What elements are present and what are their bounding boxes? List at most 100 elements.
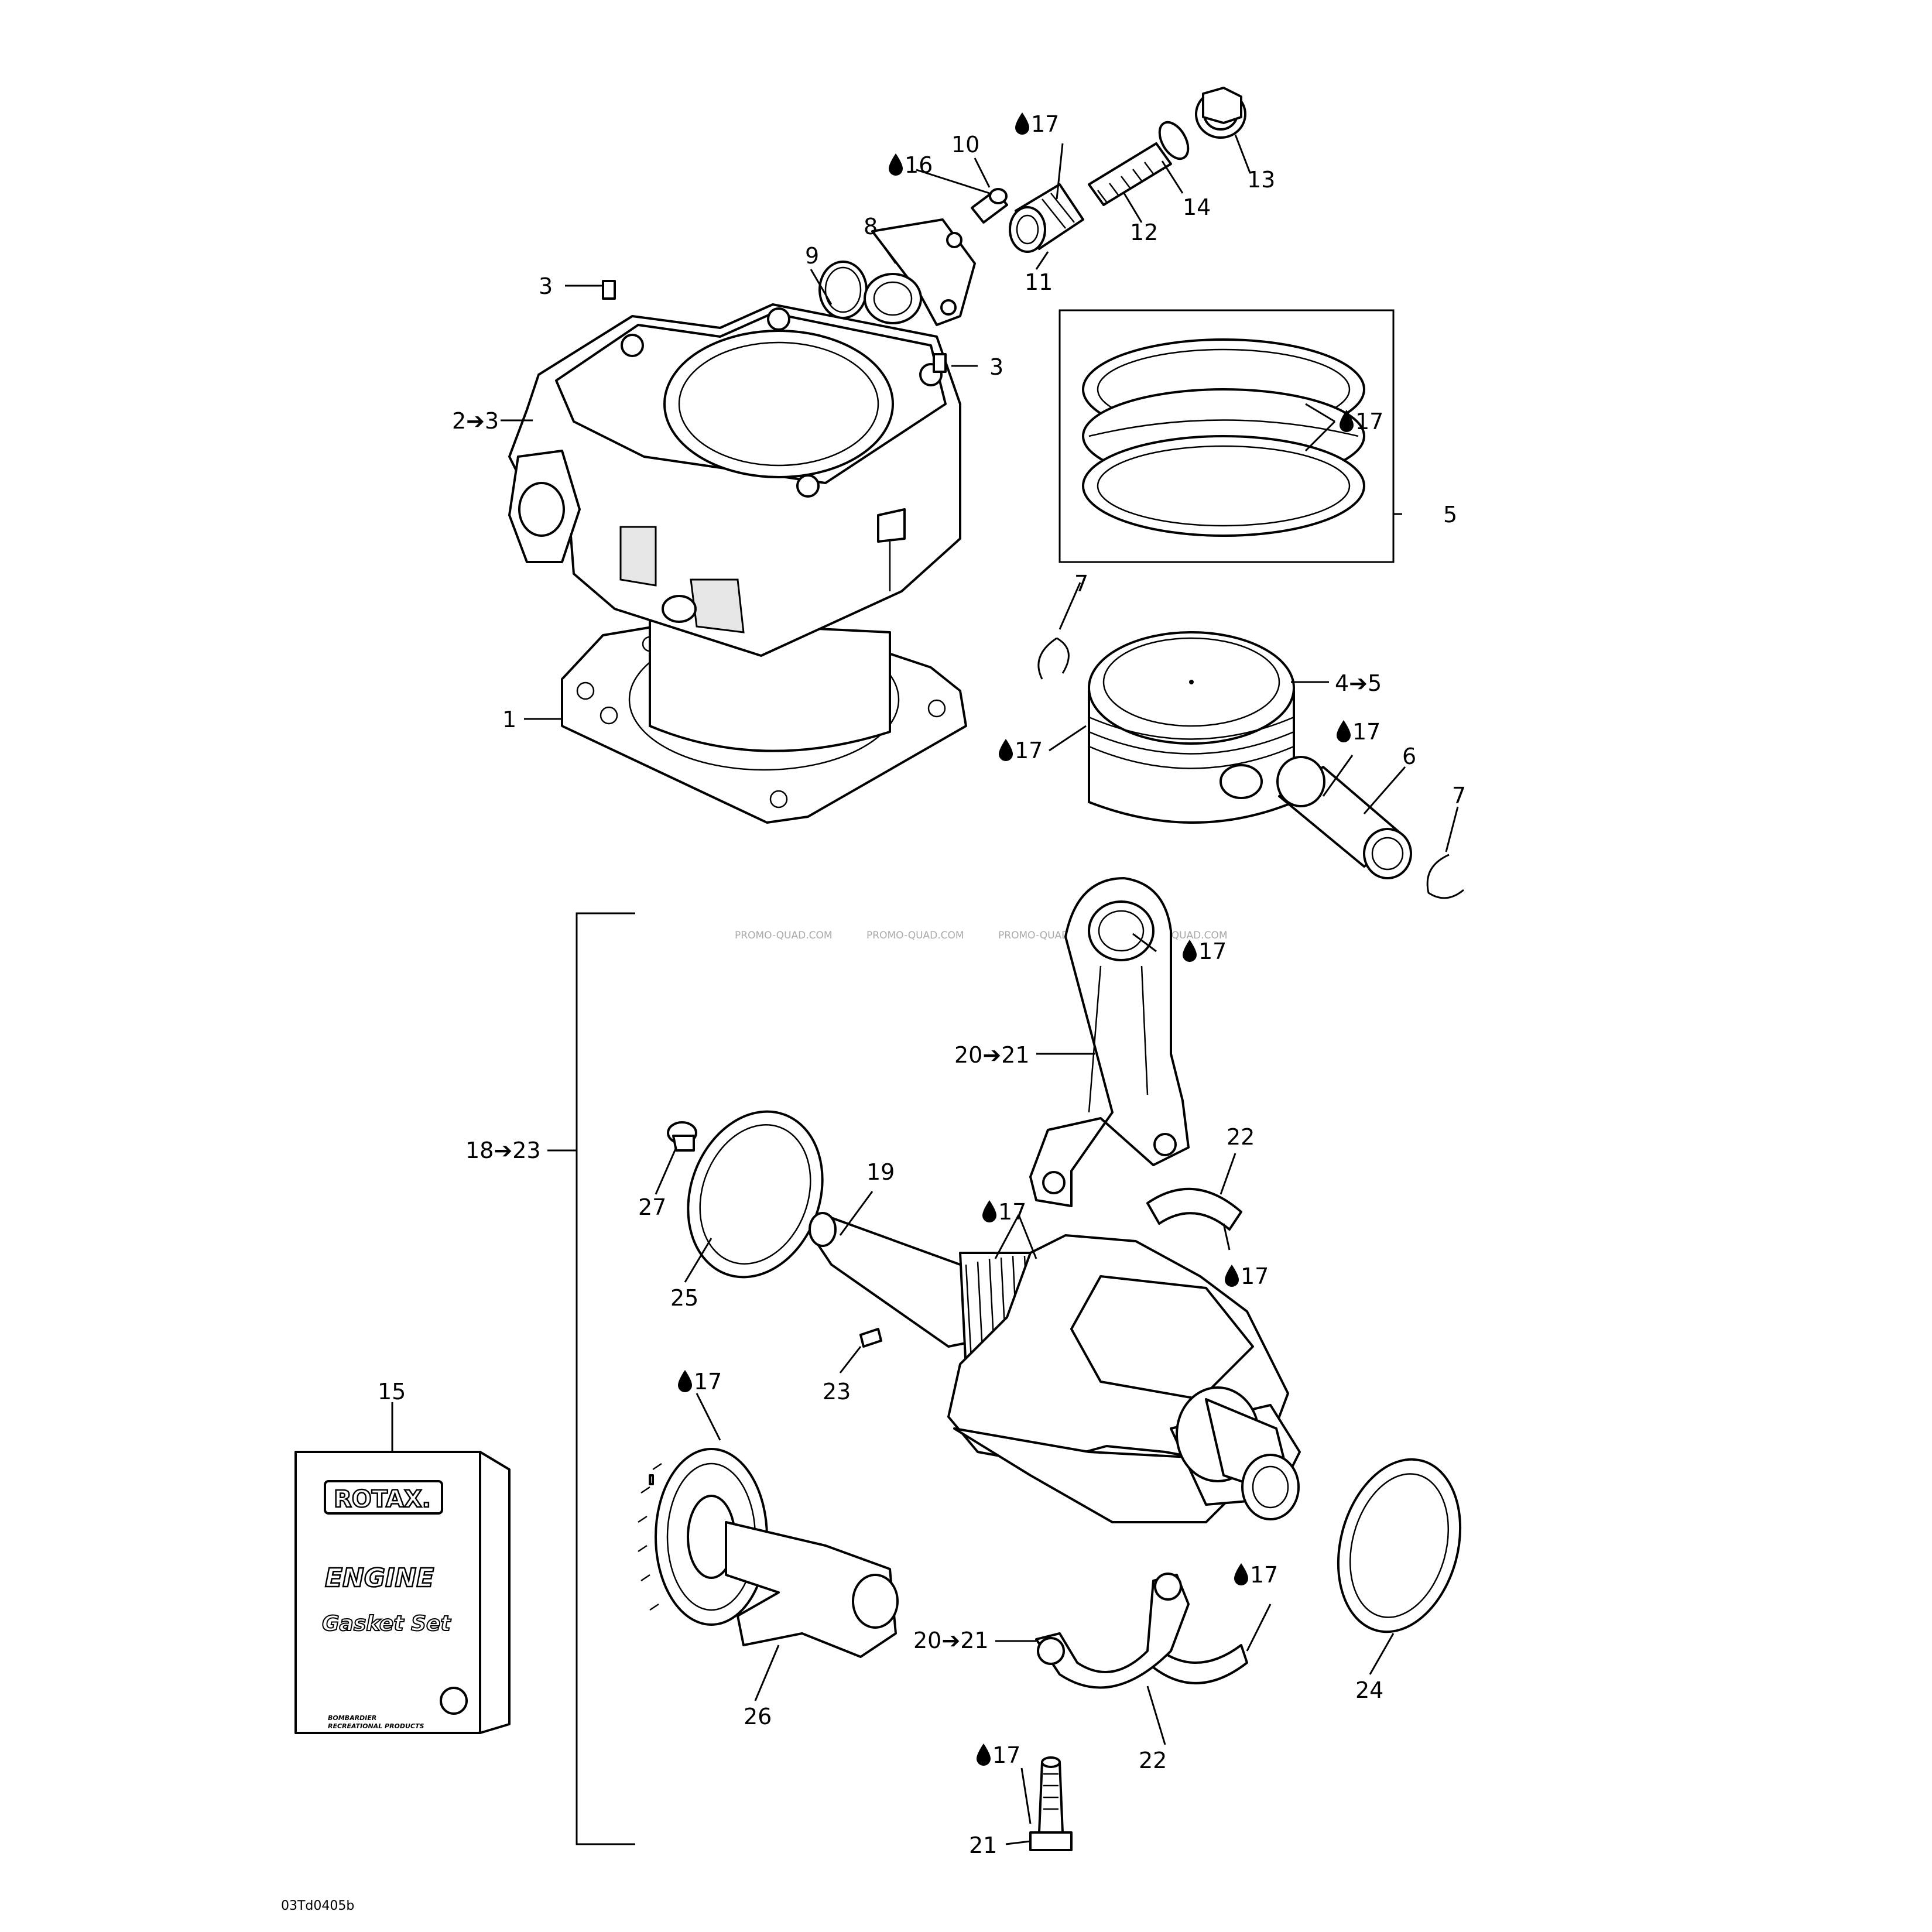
- part-piston-pin: [1276, 756, 1412, 879]
- callout-17: 17: [1183, 938, 1227, 964]
- part-thrust-washer: [1337, 1458, 1462, 1633]
- booklet-subtitle: Gasket Set: [322, 1612, 451, 1636]
- callout-4: 4➔5: [1335, 670, 1382, 696]
- callout-17: 17: [1234, 1562, 1278, 1588]
- callout-19: 19: [866, 1159, 895, 1185]
- callout-2: 2➔3: [452, 408, 499, 434]
- part-bearing-half: [1146, 1644, 1248, 1684]
- part-pin: [971, 188, 1008, 224]
- oil-drop-icon: [982, 1200, 996, 1222]
- callout-17: 17: [1225, 1263, 1269, 1289]
- callout-15: 15: [378, 1379, 406, 1405]
- assembly-bracket: [576, 912, 635, 1845]
- oil-drop-icon: [977, 1743, 991, 1766]
- part-washer: [1158, 121, 1190, 160]
- part-o-ring: [818, 261, 868, 319]
- callout-22: 22: [1139, 1748, 1167, 1773]
- booklet-maker-line2: RECREATIONAL PRODUCTS: [328, 1722, 424, 1730]
- svg-text:17: 17: [998, 1199, 1026, 1225]
- callout-5: 5: [1443, 502, 1457, 527]
- callout-3: 3: [989, 354, 1003, 380]
- oil-drop-icon: [1340, 410, 1354, 432]
- svg-text:17: 17: [1031, 111, 1059, 137]
- part-thrust-washer: [687, 1110, 824, 1279]
- part-balance-shaft: [638, 1448, 899, 1658]
- part-rod-bolt: [1029, 1756, 1073, 1851]
- oil-drop-icon: [1234, 1563, 1248, 1585]
- part-plug-screw: [1195, 87, 1246, 139]
- callout-27: 27: [638, 1194, 666, 1220]
- callout-17: 17: [678, 1369, 722, 1395]
- part-connecting-rod: [1029, 877, 1190, 1207]
- callout-13: 13: [1247, 167, 1275, 193]
- oil-drop-icon: [678, 1370, 692, 1392]
- callout-20: 20➔21: [913, 1628, 989, 1653]
- callout-labels: 1 2➔3 3 3 4➔5 5 6 7 7 8 9 10 11 12 13 14…: [378, 111, 1466, 1858]
- svg-text:17: 17: [1198, 938, 1227, 964]
- watermark-text: PROMO-QUAD.COM: [735, 930, 833, 941]
- callout-12: 12: [1130, 220, 1158, 245]
- part-woodruff-key: [859, 1328, 882, 1348]
- oil-drop-icon: [1183, 940, 1197, 962]
- watermark-text: PROMO-QUAD.COM: [866, 930, 964, 941]
- part-plug: [667, 1121, 697, 1152]
- callout-11: 11: [1025, 269, 1053, 295]
- part-circlip: [1426, 854, 1464, 899]
- callout-1: 1: [502, 707, 516, 732]
- booklet-brand-box: [324, 1480, 443, 1515]
- oil-drop-icon: [889, 153, 903, 176]
- part-tensioner-plunger: [1009, 183, 1084, 253]
- callout-17: 17: [1337, 719, 1381, 745]
- callout-25: 25: [670, 1285, 698, 1311]
- piston-ring-set-box: [1059, 309, 1395, 563]
- svg-text:17: 17: [1241, 1263, 1269, 1289]
- svg-text:17: 17: [1250, 1562, 1278, 1588]
- part-bearing-half: [1146, 1187, 1242, 1231]
- callout-26: 26: [744, 1704, 772, 1729]
- callout-17: 17: [1340, 409, 1383, 434]
- callout-23: 23: [823, 1379, 851, 1405]
- callout-17: 17: [1015, 111, 1059, 137]
- oil-drop-icon: [999, 739, 1013, 761]
- figure-code: 03Td0405b: [281, 1899, 354, 1913]
- callout-20: 20➔21: [954, 1042, 1030, 1068]
- callout-16: 16: [889, 152, 933, 178]
- bombardier-logo-icon: [440, 1687, 468, 1715]
- callout-9: 9: [805, 243, 819, 269]
- callout-17: 17: [977, 1742, 1020, 1768]
- callout-7: 7: [1452, 783, 1466, 809]
- oil-drop-icon: [1225, 1265, 1239, 1287]
- callout-14: 14: [1183, 194, 1211, 220]
- part-piston: [1088, 631, 1295, 824]
- booklet-title: ENGINE: [325, 1563, 434, 1593]
- part-crankshaft: [809, 1212, 1301, 1523]
- svg-text:17: 17: [1352, 719, 1381, 745]
- svg-text:17: 17: [1355, 409, 1383, 434]
- part-spring: [1088, 142, 1172, 206]
- oil-drop-icon: [1015, 112, 1029, 135]
- callout-22: 22: [1227, 1124, 1255, 1150]
- part-cylinder-block: [508, 280, 961, 752]
- callout-18: 18➔23: [465, 1138, 541, 1163]
- callout-8: 8: [864, 214, 878, 239]
- callout-17: 17: [999, 738, 1043, 763]
- leader-lines: [391, 134, 1459, 1845]
- part-circlip: [1037, 637, 1070, 680]
- callout-3: 3: [539, 273, 553, 299]
- part-rod-cap: [1035, 1573, 1190, 1689]
- part-gasket-set-booklet: ROTAX. ENGINE Gasket Set BOMBARDIER RECR…: [294, 1451, 511, 1734]
- svg-text:17: 17: [1015, 738, 1043, 763]
- svg-text:17: 17: [992, 1742, 1020, 1768]
- booklet-brand: ROTAX.: [334, 1486, 431, 1513]
- part-tensioner-housing: [864, 218, 976, 326]
- callout-21: 21: [969, 1832, 997, 1858]
- callout-10: 10: [951, 132, 979, 157]
- booklet-maker-line1: BOMBARDIER: [328, 1714, 376, 1722]
- callout-24: 24: [1355, 1677, 1383, 1703]
- svg-text:17: 17: [694, 1369, 722, 1395]
- svg-text:16: 16: [905, 152, 933, 178]
- oil-drop-icon: [1337, 720, 1351, 742]
- callout-7: 7: [1074, 571, 1088, 597]
- callout-6: 6: [1402, 744, 1416, 769]
